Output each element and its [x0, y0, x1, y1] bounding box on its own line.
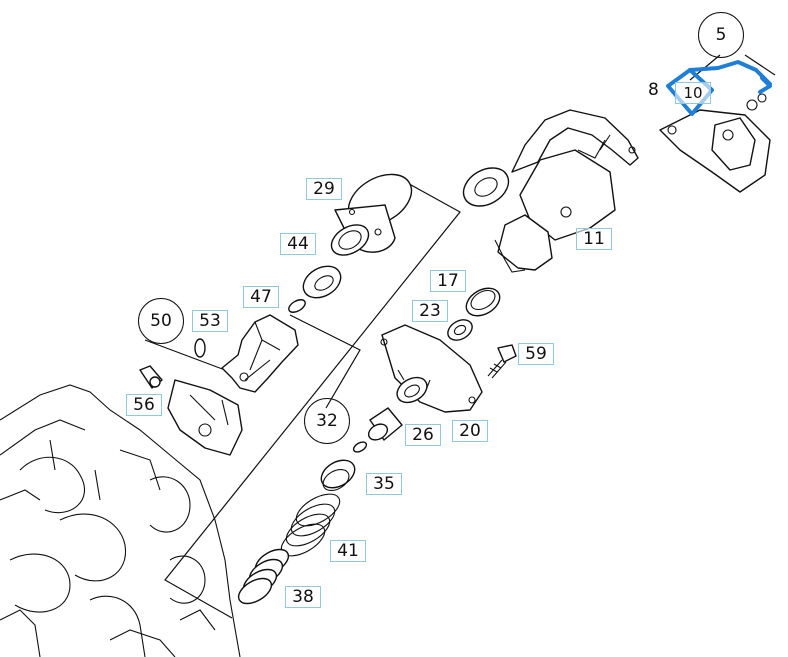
- part-56-fitting: [139, 365, 163, 389]
- callout-5-label: 5: [715, 25, 727, 45]
- part-44-washer: [302, 265, 342, 299]
- callout-44-label: 44: [287, 234, 309, 254]
- callout-50-label: 50: [150, 311, 172, 331]
- part-47-body: [221, 314, 299, 393]
- callout-29[interactable]: 29: [306, 178, 342, 200]
- callout-23[interactable]: 23: [412, 300, 448, 322]
- callout-5[interactable]: 5: [698, 12, 744, 58]
- callout-23-label: 23: [419, 301, 441, 321]
- part-41-spring: [280, 493, 341, 557]
- callout-35-label: 35: [373, 474, 395, 494]
- callout-17[interactable]: 17: [430, 270, 466, 292]
- callout-35[interactable]: 35: [366, 473, 402, 495]
- callout-8[interactable]: 8: [648, 80, 659, 100]
- callout-26-label: 26: [412, 425, 434, 445]
- callout-20[interactable]: 20: [452, 420, 488, 442]
- callout-56[interactable]: 56: [126, 394, 162, 416]
- part-38-spring-plug: [237, 548, 290, 605]
- callout-29-label: 29: [313, 179, 335, 199]
- callout-26[interactable]: 26: [405, 424, 441, 446]
- part-23-washer: [447, 319, 473, 341]
- callout-47-label: 47: [250, 287, 272, 307]
- valve-body: [167, 379, 243, 456]
- callout-10-label: 10: [683, 84, 703, 102]
- part-29-cylinder: [330, 173, 413, 256]
- part-32-ring: [352, 441, 368, 453]
- callout-8-label: 8: [648, 80, 659, 100]
- callout-11[interactable]: 11: [576, 228, 612, 250]
- callout-11-label: 11: [583, 229, 605, 249]
- callout-10[interactable]: 10: [675, 82, 711, 104]
- callout-32-label: 32: [316, 411, 338, 431]
- part-26-bushing: [367, 407, 403, 441]
- callout-50[interactable]: 50: [138, 298, 184, 344]
- callout-38[interactable]: 38: [285, 586, 321, 608]
- callout-59[interactable]: 59: [518, 343, 554, 365]
- leader-5-right: [744, 54, 776, 76]
- part-35-cap: [320, 459, 356, 492]
- callout-17-label: 17: [437, 271, 459, 291]
- small-ring: [288, 299, 306, 313]
- part-11-assembly: [462, 109, 639, 273]
- part-53-pin: [194, 338, 206, 358]
- callout-32[interactable]: 32: [304, 398, 350, 444]
- part-20-cover: [380, 324, 483, 413]
- callout-41[interactable]: 41: [330, 540, 366, 562]
- callout-47[interactable]: 47: [243, 286, 279, 308]
- callout-53-label: 53: [199, 311, 221, 331]
- callout-41-label: 41: [337, 541, 359, 561]
- part-59-bolt: [487, 344, 517, 379]
- callout-56-label: 56: [133, 395, 155, 415]
- callout-44[interactable]: 44: [280, 233, 316, 255]
- callout-38-label: 38: [292, 587, 314, 607]
- engine-block: [0, 384, 241, 657]
- part-8-bracket: [659, 93, 771, 193]
- callout-20-label: 20: [459, 421, 481, 441]
- callout-53[interactable]: 53: [192, 310, 228, 332]
- highlight-part-10: [666, 60, 772, 116]
- part-17-seal: [465, 287, 501, 317]
- callout-59-label: 59: [525, 344, 547, 364]
